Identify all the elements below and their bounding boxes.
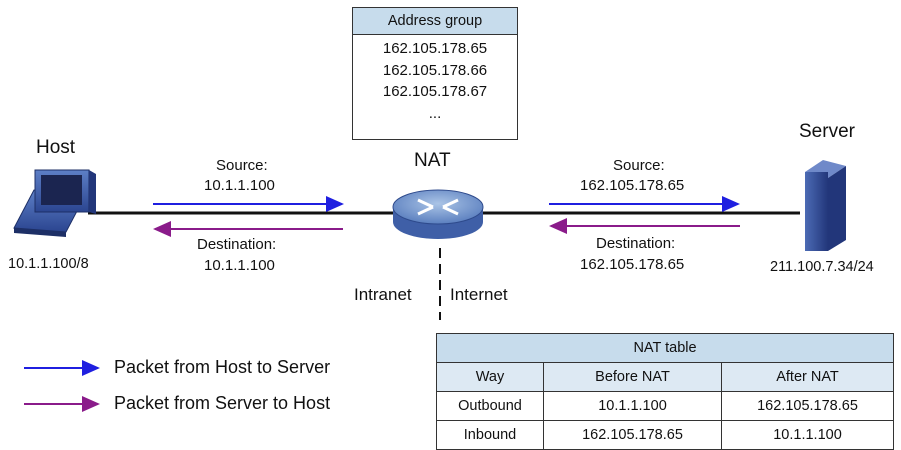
legend-host-to-server: Packet from Host to Server: [114, 357, 331, 377]
left-destination-value: 10.1.1.100: [204, 257, 275, 274]
address-group-list: 162.105.178.65 162.105.178.66 162.105.17…: [353, 35, 517, 124]
right-destination-label: Destination:: [596, 235, 676, 252]
table-cell: 162.105.178.65: [543, 420, 722, 450]
server-icon: [805, 160, 846, 251]
table-cell: 162.105.178.65: [720, 391, 895, 421]
nat-label: NAT: [414, 150, 451, 171]
server-label: Server: [799, 121, 855, 142]
table-row: Outbound 10.1.1.100 162.105.178.65: [436, 391, 895, 421]
internet-label: Internet: [450, 285, 508, 304]
address-item: 162.105.178.65: [382, 40, 488, 57]
legend-server-to-host: Packet from Server to Host: [114, 393, 331, 413]
table-cell: Inbound: [436, 420, 544, 450]
intranet-label: Intranet: [354, 285, 412, 304]
nat-table-title: NAT table: [435, 333, 895, 363]
address-group-box: Address group 162.105.178.65 162.105.178…: [352, 7, 518, 140]
table-cell: 10.1.1.100: [720, 420, 895, 450]
left-source-label: Source:: [216, 157, 268, 174]
address-item-ellipsis: ...: [428, 104, 442, 122]
host-ip-label: 10.1.1.100/8: [8, 256, 89, 272]
host-computer-icon: [13, 169, 96, 237]
host-label: Host: [36, 137, 76, 158]
nat-router-icon: [392, 189, 484, 239]
table-row: Inbound 162.105.178.65 10.1.1.100: [436, 420, 895, 450]
table-cell: Outbound: [436, 391, 544, 421]
left-source-value: 10.1.1.100: [204, 177, 275, 194]
address-item: 162.105.178.66: [382, 61, 488, 79]
right-source-label: Source:: [613, 157, 665, 174]
server-ip-label: 211.100.7.34/24: [770, 259, 874, 275]
address-group-title: Address group: [353, 8, 517, 35]
right-source-value: 162.105.178.65: [580, 177, 685, 194]
right-destination-value: 162.105.178.65: [580, 256, 685, 273]
address-item: 162.105.178.67: [382, 83, 488, 100]
column-header: Before NAT: [543, 362, 722, 392]
column-header: After NAT: [720, 362, 895, 392]
left-destination-label: Destination:: [197, 236, 277, 253]
column-header: Way: [436, 362, 544, 392]
nat-table: NAT table Way Before NAT After NAT Outbo…: [435, 333, 895, 450]
table-cell: 10.1.1.100: [543, 391, 722, 421]
